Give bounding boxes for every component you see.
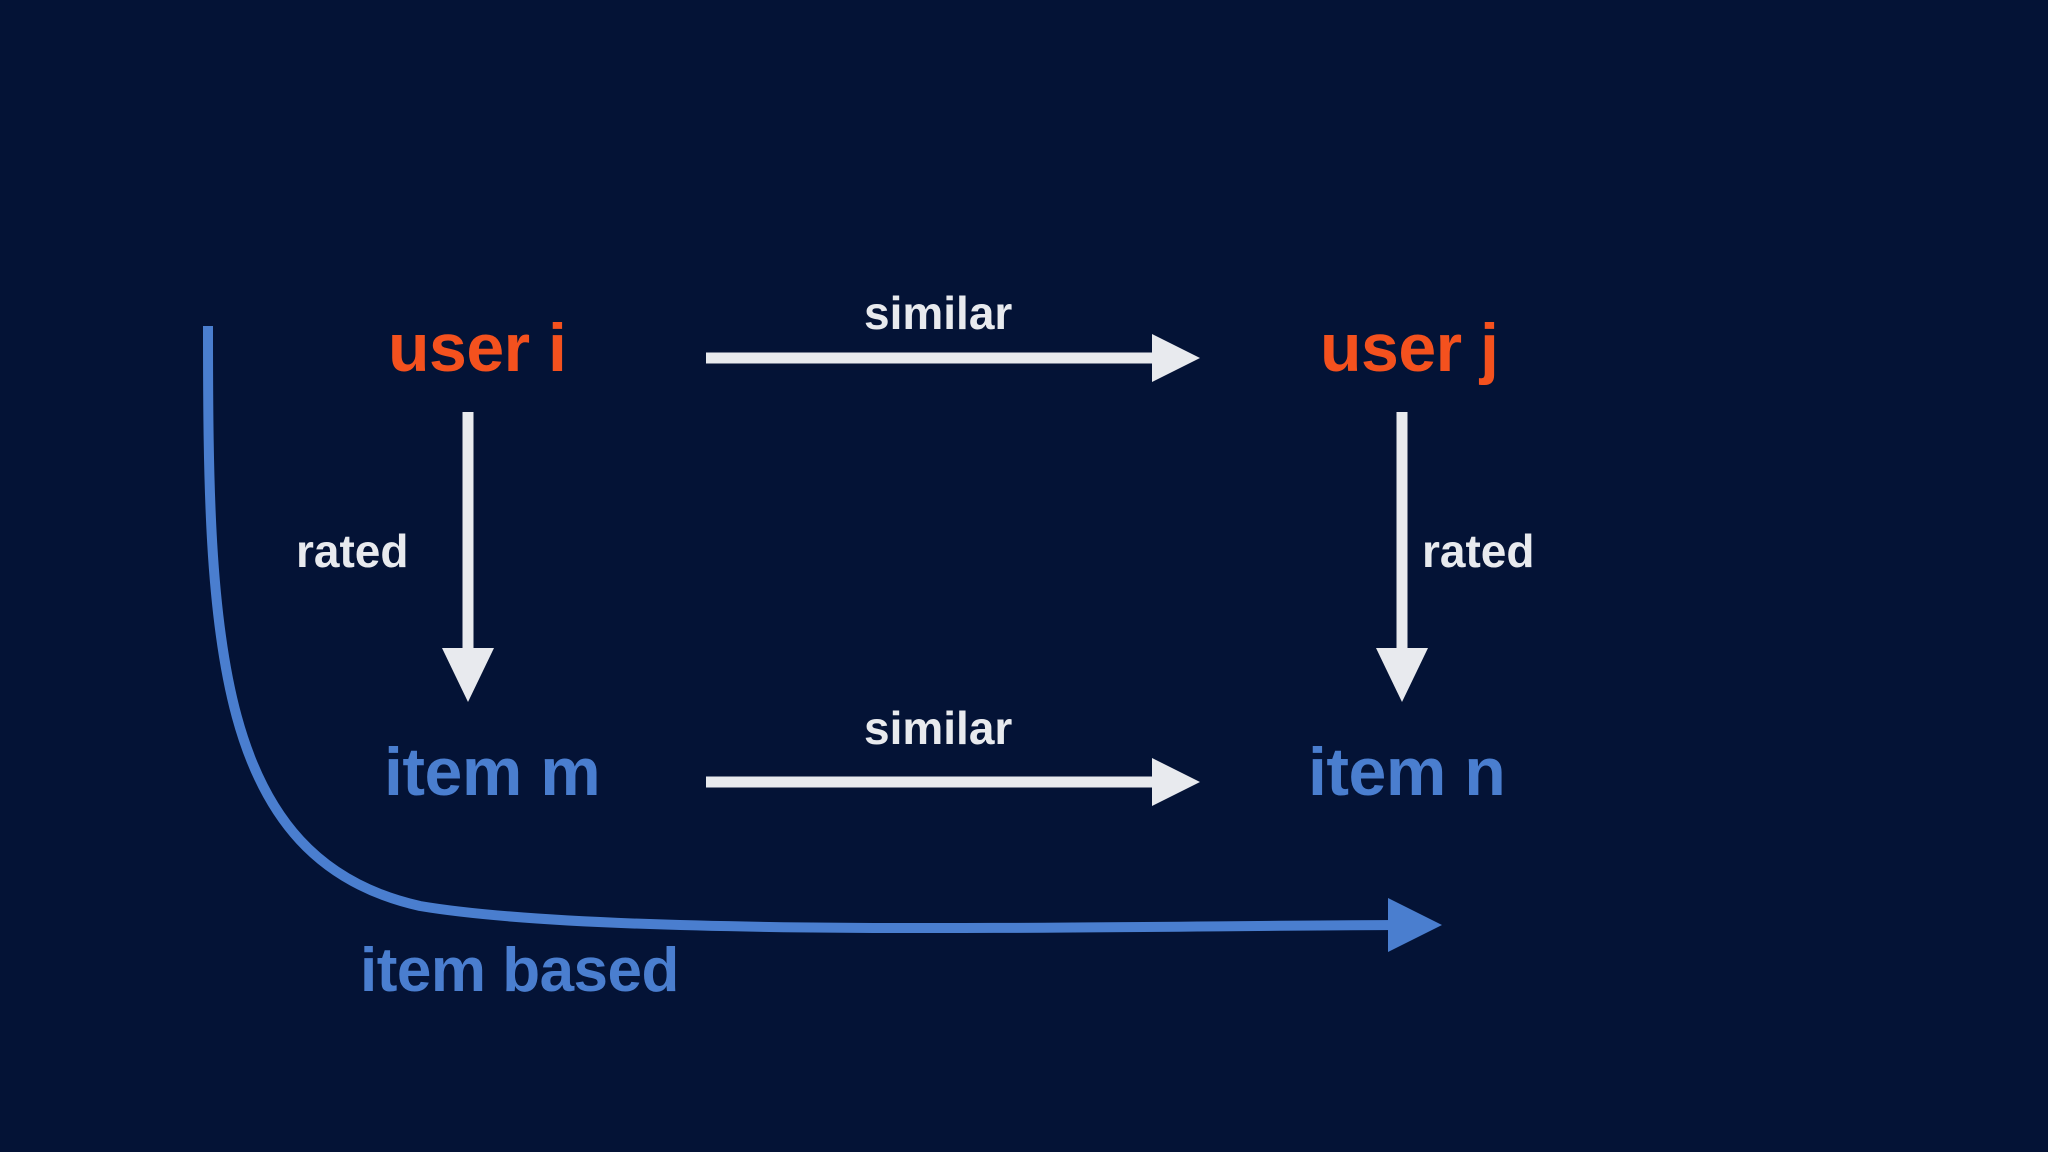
node-item-m: item m — [384, 734, 601, 810]
edge-label-similar-bottom: similar — [864, 702, 1013, 754]
arrow-item-based-curve — [203, 325, 1442, 952]
edge-label-rated-left: rated — [296, 525, 409, 577]
arrow-similar-top — [706, 334, 1200, 382]
edge-label-similar-top: similar — [864, 287, 1013, 339]
arrow-rated-left — [442, 412, 494, 702]
arrow-similar-bottom — [706, 758, 1200, 806]
node-user-i: user i — [388, 310, 567, 386]
arrow-rated-right — [1376, 412, 1428, 702]
node-item-n: item n — [1308, 734, 1506, 810]
edge-label-rated-right: rated — [1422, 525, 1535, 577]
node-user-j: user j — [1320, 310, 1499, 386]
curve-label-item-based: item based — [360, 936, 679, 1005]
